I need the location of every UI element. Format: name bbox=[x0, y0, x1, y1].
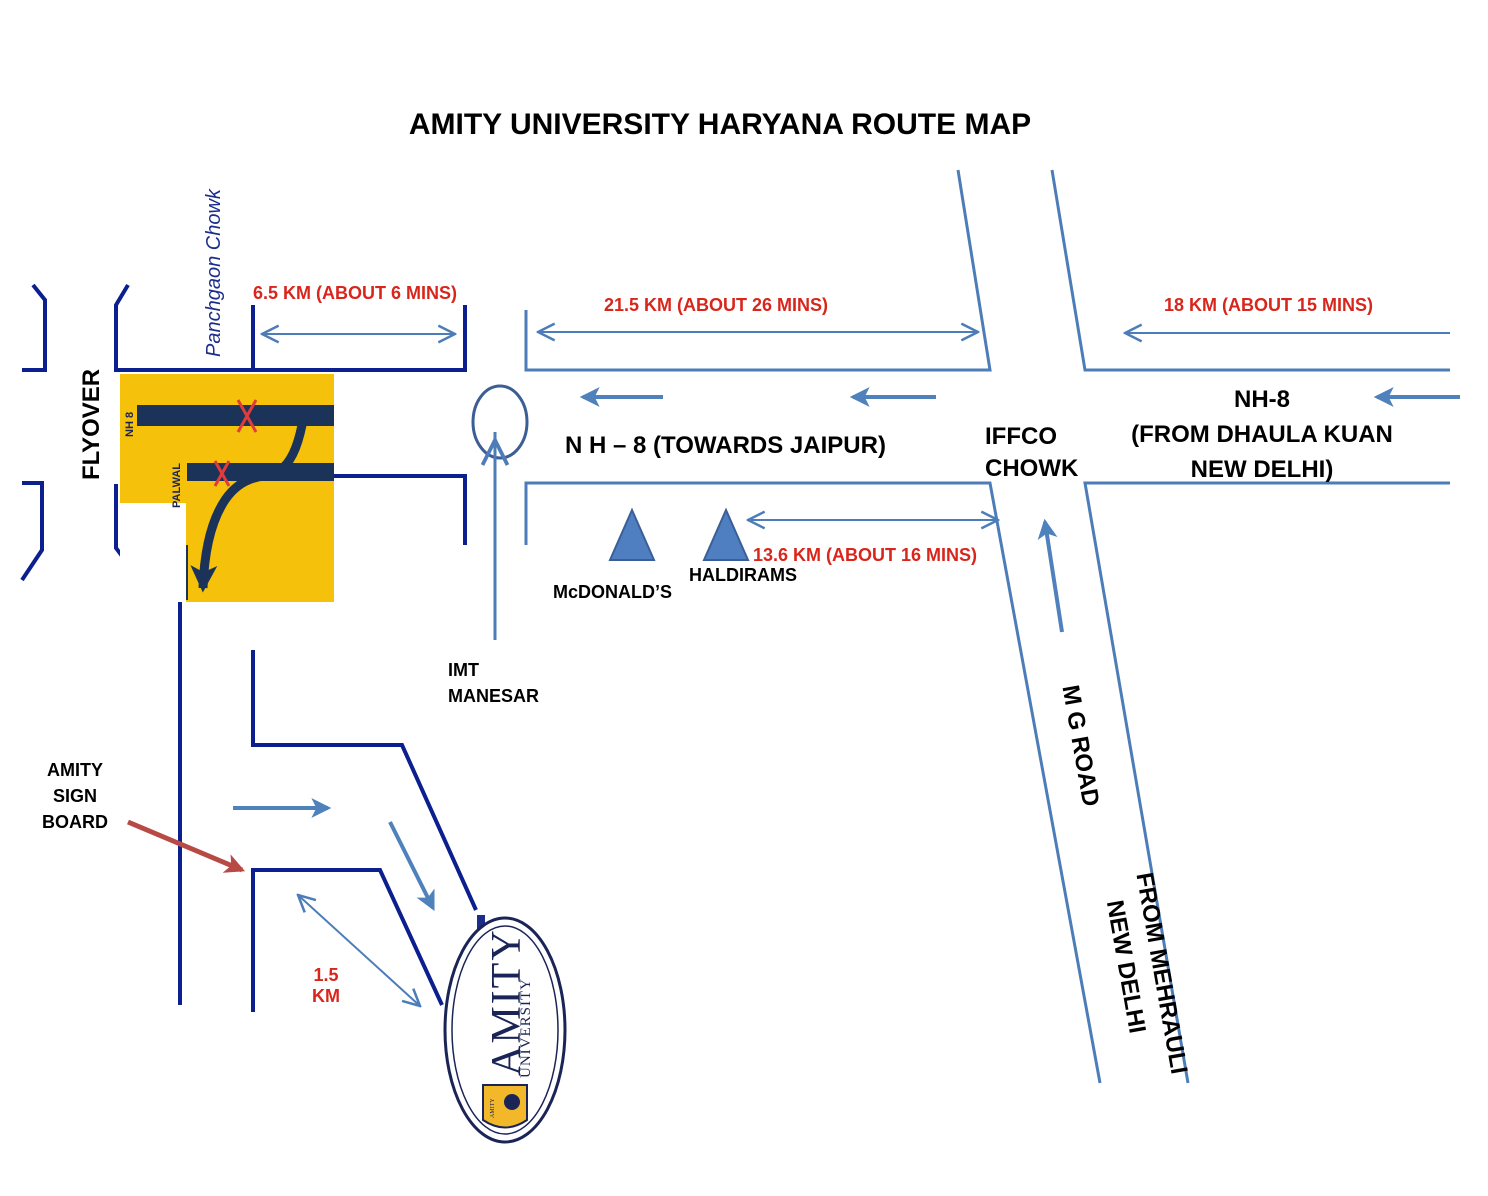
place-amity-sign-board: AMITY SIGN BOARD bbox=[30, 757, 120, 835]
place-nh8-from-delhi: NH-8 (FROM DHAULA KUAN NEW DELHI) bbox=[1112, 382, 1412, 487]
place-nh8-from-line2: (FROM DHAULA KUAN bbox=[1131, 421, 1393, 448]
distance-sign-amity-unit: KM bbox=[312, 986, 340, 1006]
distance-manesar-iffco: 21.5 KM (ABOUT 26 MINS) bbox=[604, 295, 829, 315]
direction-arrow-icon bbox=[233, 387, 1460, 911]
place-iffco-chowk: IFFCO CHOWK bbox=[985, 421, 1078, 485]
sign-line2: SIGN bbox=[52, 786, 97, 806]
sign-board-arrow bbox=[127, 819, 246, 873]
sign-line3: BOARD bbox=[42, 812, 108, 832]
distance-panchgaon-manesar: 6.5 KM (ABOUT 6 MINS) bbox=[253, 283, 458, 303]
svg-text:UNIVERSITY: UNIVERSITY bbox=[518, 978, 534, 1078]
landmark-triangle-icon bbox=[608, 507, 656, 561]
blocked-x-icon bbox=[213, 399, 258, 487]
sign-line1: AMITY bbox=[47, 760, 103, 780]
distance-haldirams-iffco: 13.6 KM (ABOUT 16 MINS) bbox=[753, 545, 978, 565]
landmark-triangle-icon bbox=[702, 507, 750, 561]
place-imt-line1: IMT bbox=[448, 660, 479, 680]
place-mcdonalds: McDONALD’S bbox=[553, 582, 673, 602]
distance-sign-amity: 1.5 KM bbox=[306, 965, 346, 1007]
place-nh8-from-line3: NEW DELHI) bbox=[1190, 456, 1334, 483]
page-title: AMITY UNIVERSITY HARYANA ROUTE MAP bbox=[408, 108, 1032, 141]
distance-delhi-iffco: 18 KM (ABOUT 15 MINS) bbox=[1164, 295, 1374, 315]
svg-text:AMITY: AMITY bbox=[484, 928, 530, 1076]
distance-arrows bbox=[262, 332, 1450, 1006]
place-iffco-line1: IFFCO bbox=[985, 423, 1057, 450]
place-haldirams: HALDIRAMS bbox=[689, 565, 797, 585]
place-nh8-towards-jaipur: N H – 8 (TOWARDS JAIPUR) bbox=[565, 432, 886, 459]
place-panchgaon-chowk: Panchgaon Chowk bbox=[203, 189, 225, 357]
svg-text:AMITY: AMITY bbox=[490, 1098, 496, 1118]
place-nh8-inset: NH 8 bbox=[124, 411, 136, 437]
roundabout-icon bbox=[471, 384, 529, 460]
distance-sign-amity-value: 1.5 bbox=[313, 965, 339, 985]
place-imt-line2: MANESAR bbox=[448, 686, 540, 706]
place-iffco-line2: CHOWK bbox=[985, 455, 1079, 482]
university-logo: AMITY UNIVERSITY AMITY bbox=[443, 915, 567, 1144]
place-imt-manesar: IMT MANESAR bbox=[448, 657, 539, 709]
place-nh8-from-line1: NH-8 bbox=[1233, 386, 1290, 413]
inset-map bbox=[120, 374, 334, 602]
place-palwal-inset: PALWAL bbox=[171, 462, 183, 508]
place-flyover: FLYOVER bbox=[78, 368, 105, 480]
